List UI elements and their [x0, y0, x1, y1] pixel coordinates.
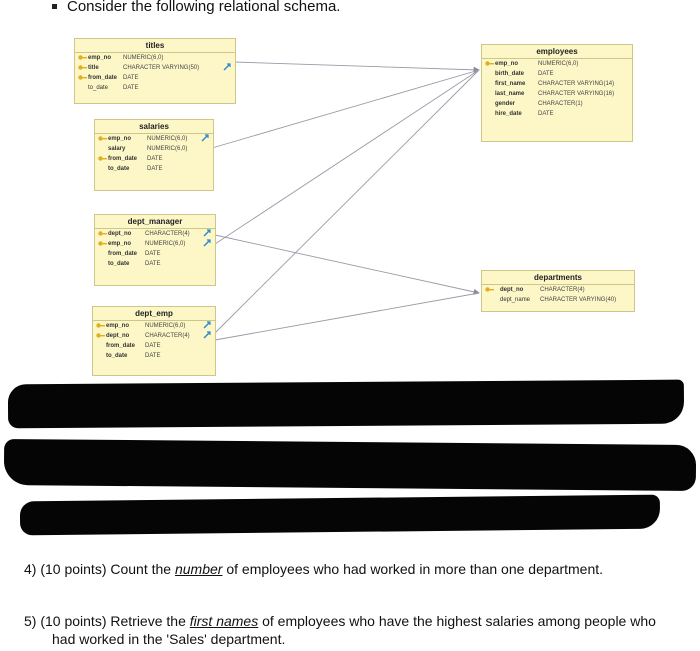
foreign-key-icon: [203, 239, 211, 247]
column-row: birth_date DATE: [495, 71, 554, 77]
redaction-bar: [19, 494, 661, 536]
key-icon: [98, 231, 107, 236]
key-icon: [78, 65, 87, 70]
column-row: salary NUMERIC(6,0): [108, 146, 188, 152]
column-row: emp_no NUMERIC(6,0): [95, 239, 215, 249]
question-5-line-2: had worked in the 'Sales' department.: [52, 631, 286, 647]
question-5: 5) (10 points) Retrieve the first names …: [24, 613, 656, 629]
link-titles-employees: [233, 61, 480, 73]
table-title: salaries: [95, 120, 213, 134]
key-icon: [96, 333, 105, 338]
column-row: last_name CHARACTER VARYING(16): [495, 91, 615, 97]
foreign-key-icon: [203, 331, 211, 339]
table-title: dept_manager: [95, 215, 215, 229]
column-row: from_date DATE: [95, 154, 213, 164]
redaction-bar: [7, 379, 685, 429]
table-dept-emp[interactable]: dept_emp emp_no NUMERIC(6,0) dept_no CHA…: [92, 306, 216, 376]
table-title: titles: [75, 39, 235, 53]
column-row: emp_no NUMERIC(6,0): [482, 59, 632, 69]
column-row: gender CHARACTER(1): [495, 101, 583, 107]
foreign-key-icon: [203, 321, 211, 329]
link-dept-emp-departments: [214, 292, 480, 341]
key-icon: [96, 323, 105, 328]
table-title: departments: [482, 271, 634, 285]
column-row: to_date DATE: [108, 166, 163, 172]
key-icon: [98, 136, 107, 141]
column-row: title CHARACTER VARYING(50): [75, 63, 235, 73]
column-row: emp_no NUMERIC(6,0): [93, 321, 215, 331]
question-5-emphasis: first names: [189, 613, 259, 629]
column-row: emp_no NUMERIC(6,0): [75, 53, 235, 63]
foreign-key-icon: [203, 229, 211, 237]
question-4-emphasis: number: [174, 561, 223, 577]
table-salaries[interactable]: salaries emp_no NUMERIC(6,0) salary NUME…: [94, 119, 214, 191]
bullet-icon: [52, 4, 57, 9]
column-row: to_date DATE: [108, 261, 161, 267]
link-dept-emp-employees: [214, 69, 480, 334]
table-titles[interactable]: titles emp_no NUMERIC(6,0) title CHARACT…: [74, 38, 236, 104]
intro-text: Consider the following relational schema…: [67, 0, 341, 15]
table-dept-manager[interactable]: dept_manager dept_no CHARACTER(4) emp_no…: [94, 214, 216, 286]
column-row: dept_name CHARACTER VARYING(40): [500, 297, 617, 303]
key-icon: [78, 55, 87, 60]
column-row: dept_no CHARACTER(4): [95, 229, 215, 239]
key-icon: [98, 241, 107, 246]
column-row: first_name CHARACTER VARYING(14): [495, 81, 615, 87]
key-icon: [485, 287, 494, 292]
column-row: from_date DATE: [106, 343, 161, 349]
key-icon: [98, 156, 107, 161]
link-dept-manager-employees: [214, 69, 480, 245]
redaction-bar: [3, 438, 697, 492]
key-icon: [78, 75, 87, 80]
column-row: from_date DATE: [108, 251, 161, 257]
column-row: to_date DATE: [88, 85, 139, 91]
column-row: hire_date DATE: [495, 111, 554, 117]
key-icon: [485, 61, 494, 66]
foreign-key-icon: [201, 134, 209, 142]
question-4: 4) (10 points) Count the number of emplo…: [24, 561, 604, 577]
table-title: dept_emp: [93, 307, 215, 321]
column-row: dept_no CHARACTER(4): [482, 285, 634, 295]
column-row: to_date DATE: [106, 353, 161, 359]
table-departments[interactable]: departments dept_no CHARACTER(4) dept_na…: [481, 270, 635, 312]
column-row: from_date DATE: [75, 73, 235, 83]
column-row: dept_no CHARACTER(4): [93, 331, 215, 341]
table-title: employees: [482, 45, 632, 59]
intro-line: Consider the following relational schema…: [52, 0, 340, 15]
link-salaries-employees: [211, 69, 480, 149]
foreign-key-icon: [223, 63, 231, 71]
table-employees[interactable]: employees emp_no NUMERIC(6,0) birth_date…: [481, 44, 633, 142]
link-dept-manager-departments: [214, 234, 480, 295]
column-row: emp_no NUMERIC(6,0): [95, 134, 213, 144]
